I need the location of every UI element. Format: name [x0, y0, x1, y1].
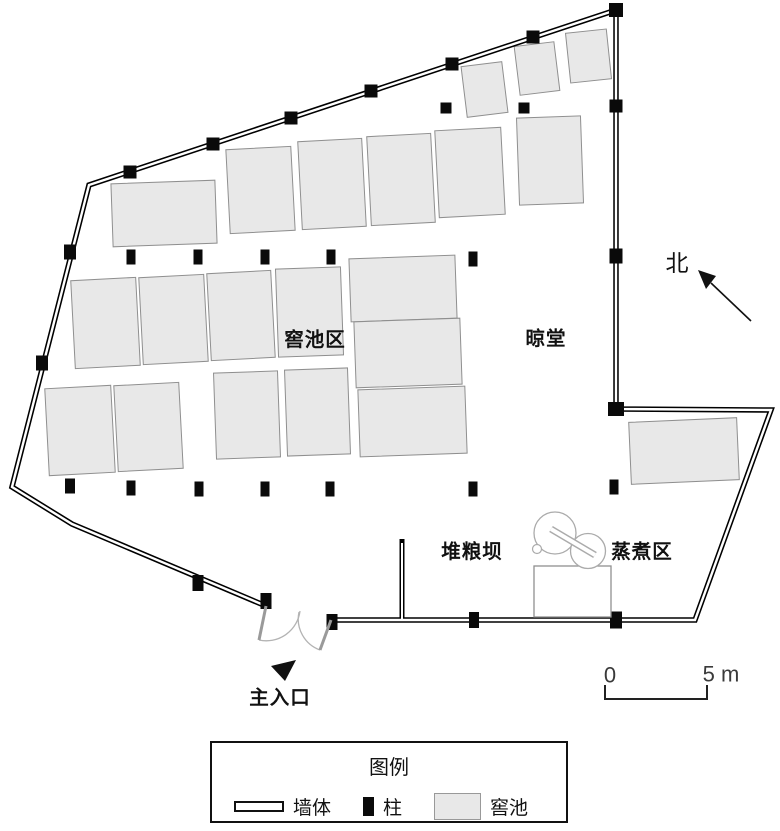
fermentation-pit: [274, 266, 345, 358]
fermentation-pit: [513, 41, 561, 96]
fermentation-pit: [110, 179, 218, 248]
fermentation-pit: [284, 367, 351, 457]
fermentation-pit: [434, 126, 506, 219]
legend-row: 墙体 柱 窖池: [234, 793, 566, 820]
column: [609, 99, 623, 113]
legend-title: 图例: [369, 757, 409, 779]
column: [326, 614, 338, 630]
column: [608, 402, 624, 416]
fermentation-pit: [353, 317, 463, 389]
column-layer: [36, 3, 624, 630]
entrance-arrow-icon: [271, 660, 296, 681]
fermentation-pit: [460, 61, 509, 118]
column: [126, 480, 136, 496]
fermentation-pit: [515, 115, 585, 206]
column: [194, 481, 204, 497]
fermentation-pit: [213, 370, 281, 460]
north-arrow-head: [698, 270, 716, 289]
wall-legend-label: 墙体: [293, 798, 332, 819]
door-swing-arc-right: [297, 611, 321, 651]
column: [260, 481, 270, 497]
fermentation-pit: [206, 269, 276, 362]
column: [206, 137, 220, 151]
fermentation-pit: [366, 132, 436, 227]
pit-legend-symbol: [434, 793, 482, 820]
column: [64, 244, 76, 260]
column: [609, 479, 619, 495]
scale-bar-line: [604, 685, 708, 700]
steaming-equipment: [531, 511, 612, 618]
entrance-label: 主入口: [249, 686, 311, 709]
column: [284, 111, 298, 125]
door-leaf-left: [257, 605, 268, 641]
main-entrance-marker: 主入口: [249, 660, 311, 709]
fermentation-pit: [113, 381, 184, 473]
fermentation-pit: [297, 137, 367, 231]
column: [260, 249, 270, 265]
fermentation-pit: [138, 273, 209, 366]
column: [609, 3, 623, 17]
column: [126, 249, 136, 265]
grain-stacking-label: 堆粮坝: [441, 540, 503, 563]
scale-five-label: 5 m: [703, 662, 740, 687]
fermentation-pit: [628, 417, 740, 485]
column: [123, 165, 137, 179]
column: [609, 248, 623, 264]
fermentation-pit: [564, 28, 613, 84]
column: [192, 575, 204, 591]
column: [526, 30, 540, 44]
column: [445, 57, 459, 71]
column: [193, 249, 203, 265]
fermentation-pit: [225, 145, 296, 235]
steamer-valve: [531, 543, 543, 555]
column: [326, 249, 336, 265]
north-arrow-line: [710, 282, 752, 322]
column: [469, 612, 479, 628]
entrance-door: [257, 605, 333, 651]
pit-legend-label: 窖池: [490, 798, 529, 819]
drying-hall-label: 晾堂: [525, 327, 566, 350]
steaming-platform: [533, 565, 612, 618]
legend-box: 图例 墙体 柱 窖池: [210, 741, 568, 823]
column: [468, 251, 478, 267]
fermentation-pit: [348, 254, 458, 323]
column: [440, 102, 452, 114]
column-legend-symbol: [363, 797, 375, 816]
north-label: 北: [666, 250, 689, 276]
scale-bar: 0 5 m: [604, 662, 739, 700]
steamer-chute: [549, 527, 597, 557]
column: [36, 355, 48, 371]
pit-area-label: 窖池区: [284, 328, 346, 351]
steaming-area-label: 蒸煮区: [611, 540, 673, 563]
column: [260, 593, 272, 609]
column: [325, 481, 335, 497]
column: [364, 84, 378, 98]
column-legend-label: 柱: [383, 798, 403, 819]
pit-layer: [44, 28, 740, 485]
column: [518, 102, 530, 114]
column: [65, 478, 75, 494]
column: [468, 481, 478, 497]
fermentation-pit: [70, 276, 141, 370]
north-indicator: 北: [666, 250, 752, 322]
fermentation-pit: [44, 384, 116, 477]
door-leaf-right: [318, 619, 333, 651]
wall-legend-symbol: [234, 801, 284, 812]
fermentation-pit: [357, 385, 468, 458]
scale-zero-label: 0: [604, 663, 616, 688]
column: [610, 611, 622, 629]
